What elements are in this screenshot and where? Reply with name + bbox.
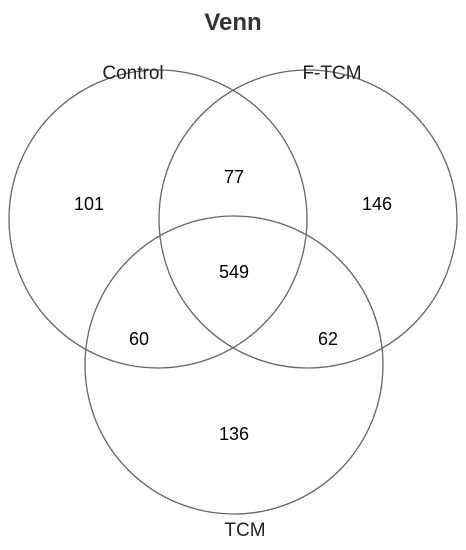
- control-label: Control: [102, 63, 163, 84]
- diagram-title: Venn: [204, 9, 261, 36]
- tcm-label: TCM: [224, 520, 265, 541]
- f-tcm-label: F-TCM: [302, 63, 361, 84]
- tcm-circle: [84, 215, 384, 515]
- control-only-count: 101: [74, 194, 104, 214]
- f-tcm-only-count: 146: [362, 194, 392, 214]
- all-three-count: 549: [219, 262, 249, 282]
- f-tcm-tcm-count: 62: [318, 329, 338, 349]
- tcm-only-count: 136: [219, 424, 249, 444]
- control-tcm-count: 60: [129, 329, 149, 349]
- control-f-tcm-count: 77: [224, 167, 244, 187]
- control-circle: [8, 69, 308, 369]
- f-tcm-circle: [158, 69, 458, 369]
